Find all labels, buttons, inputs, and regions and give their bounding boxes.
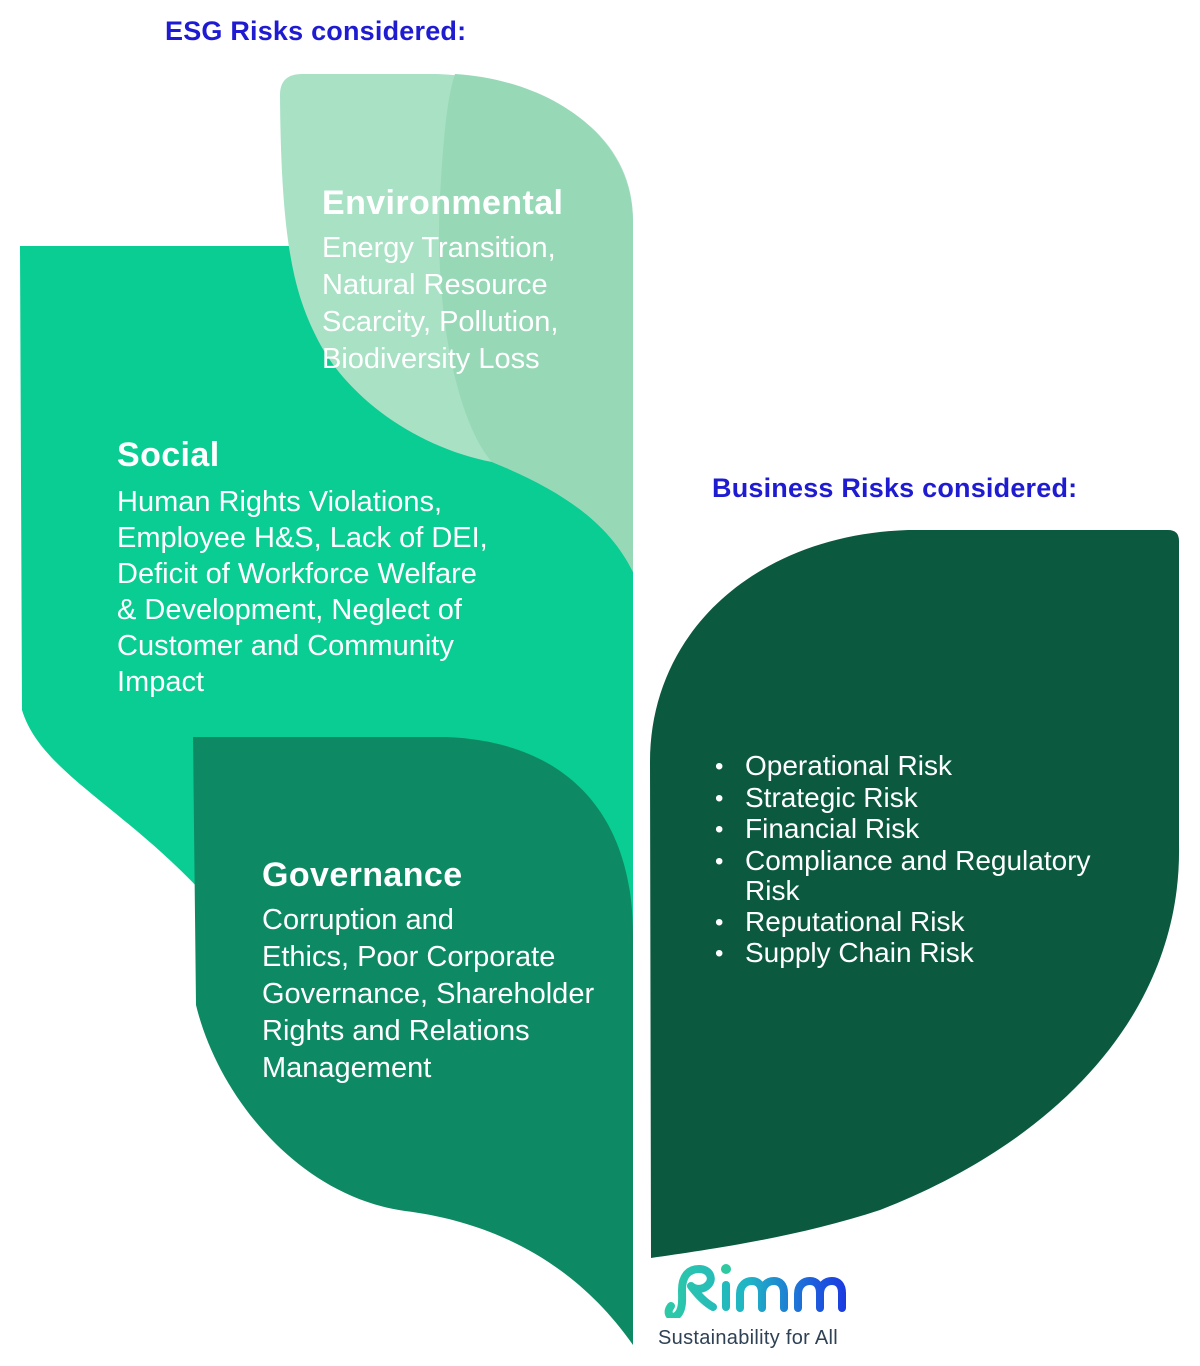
list-item: • Operational Risk [715,750,1185,783]
list-item: • Reputational Risk [715,905,1185,939]
list-item: • Supply Chain Risk [715,937,1185,970]
list-item-label: Financial Risk [745,813,920,844]
bullet-icon: • [715,816,724,843]
rimm-wordmark [664,1264,846,1321]
bullet-icon: • [715,908,724,936]
business-leaf-shape [650,530,1180,1258]
list-item-label: Operational Risk [745,750,952,781]
logo-tagline: Sustainability for All [658,1327,839,1349]
business-risk-list: • Operational Risk • Strategic Risk • Fi… [715,750,1185,970]
bullet-icon: • [715,784,724,812]
list-item-label: Strategic Risk [745,781,918,813]
logo-i-dot [721,1264,731,1274]
bullet-icon: • [715,753,724,780]
list-item: • Financial Risk [715,813,1185,846]
list-item: • Strategic Risk [715,781,1185,815]
environmental-description: Energy Transition, Natural Resource Scar… [322,232,559,375]
bullet-icon: • [715,847,724,875]
business-risks-heading: Business Risks considered: [712,473,1078,503]
list-item-label: Compliance and Regulatory Risk [745,844,1091,906]
bullet-icon: • [715,940,724,967]
esg-risks-heading: ESG Risks considered: [165,16,467,46]
list-item-label: Supply Chain Risk [745,937,974,968]
governance-title: Governance [262,856,463,894]
list-item-label: Reputational Risk [745,905,965,937]
list-item: • Compliance and Regulatory Risk [715,844,1185,907]
governance-leaf-shape [193,737,633,1345]
logo-letter-m1 [736,1277,788,1312]
social-title: Social [117,436,220,474]
governance-description: Corruption and Ethics, Poor Corporate Go… [262,904,595,1084]
environmental-title: Environmental [322,184,564,222]
environmental-leaf-shade [439,74,633,572]
logo-letter-r [664,1265,717,1321]
logo-letter-m2 [794,1277,846,1312]
rimm-logo: Sustainability for All [658,1256,868,1350]
social-description: Human Rights Violations, Employee H&S, L… [117,486,488,698]
